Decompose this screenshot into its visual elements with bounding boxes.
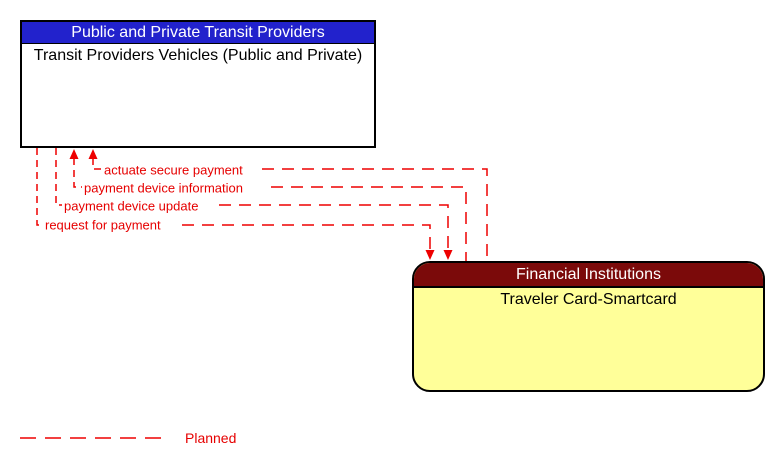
flow-line-payment-device-update-right bbox=[219, 204, 449, 250]
flow-line-actuate-secure-payment-left bbox=[92, 158, 102, 170]
flow-line-payment-device-information-right bbox=[271, 186, 467, 261]
flow-label-request-for-payment: request for payment bbox=[45, 217, 161, 233]
financial-institutions-box[interactable]: Financial Institutions Traveler Card-Sma… bbox=[412, 261, 765, 392]
flow-line-request-for-payment-right bbox=[182, 224, 431, 250]
flow-label-payment-device-information: payment device information bbox=[84, 180, 243, 196]
arrow-up-icon-payment-device-information bbox=[69, 149, 79, 159]
flow-line-payment-device-update-left bbox=[55, 148, 62, 206]
flow-label-payment-device-update: payment device update bbox=[64, 198, 199, 214]
transit-providers-header: Public and Private Transit Providers bbox=[22, 22, 374, 44]
flow-line-actuate-secure-payment-right bbox=[262, 168, 488, 261]
traveler-card-name: Traveler Card-Smartcard bbox=[500, 291, 677, 308]
arrow-down-icon-payment-device-update bbox=[443, 250, 453, 260]
flow-line-request-for-payment-left bbox=[36, 148, 44, 226]
transit-providers-box[interactable]: Public and Private Transit Providers Tra… bbox=[20, 20, 376, 148]
arrow-down-icon-request-for-payment bbox=[425, 250, 435, 260]
legend-planned-label: Planned bbox=[185, 430, 237, 446]
financial-institutions-header: Financial Institutions bbox=[414, 263, 763, 288]
flow-label-actuate-secure-payment: actuate secure payment bbox=[104, 162, 243, 178]
flow-line-payment-device-information-left bbox=[73, 158, 82, 188]
arrow-up-icon-actuate-secure-payment bbox=[88, 149, 98, 159]
transit-providers-name: Transit Providers Vehicles (Public and P… bbox=[33, 47, 363, 64]
